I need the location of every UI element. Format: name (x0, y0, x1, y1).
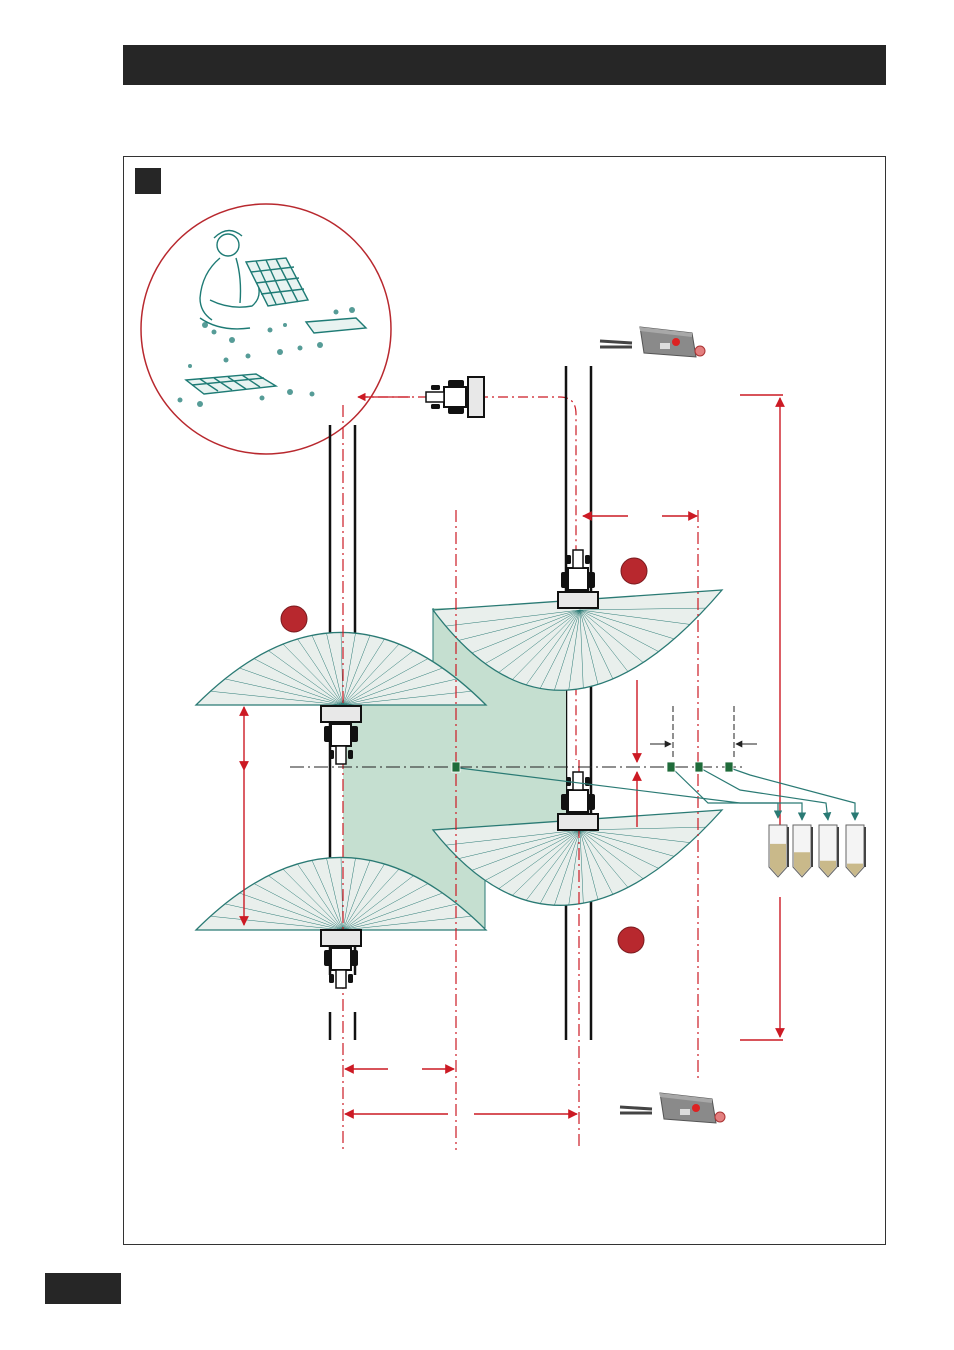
collection-tray-icon (846, 825, 865, 877)
tray-marker (725, 762, 733, 772)
tray-marker (452, 762, 460, 772)
tray-spacing (650, 706, 757, 760)
control-box-icon (620, 1093, 725, 1123)
tray-marker (695, 762, 703, 772)
position-marker-b (621, 558, 647, 584)
collection-tray-icon (769, 825, 788, 877)
tractor-spreader-icon (426, 377, 484, 417)
collection-tray-icon (819, 825, 838, 877)
inset-illustration (141, 204, 391, 454)
position-marker-a (281, 606, 307, 632)
collection-tray-icon (793, 825, 812, 877)
tray-marker (667, 762, 675, 772)
position-marker-c (618, 927, 644, 953)
tractor-spreader-icon (321, 930, 361, 988)
control-box-icon (600, 327, 705, 357)
collection-trays (769, 825, 865, 877)
